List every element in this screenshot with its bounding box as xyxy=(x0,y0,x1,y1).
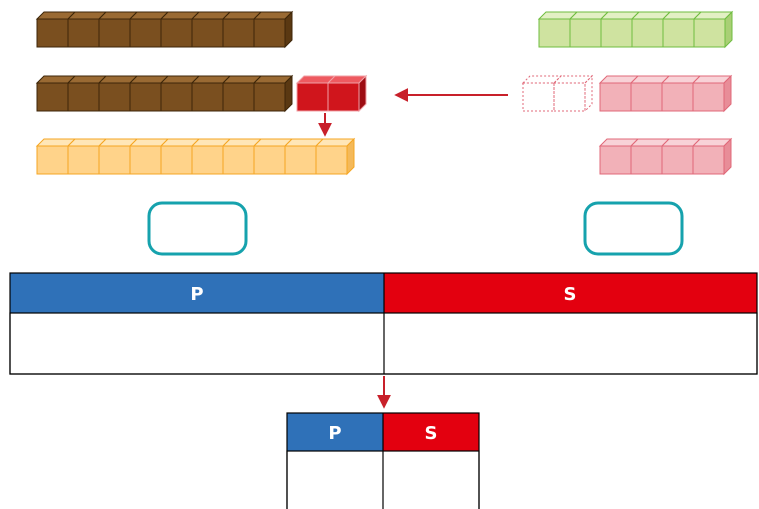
pink-cube-row-1 xyxy=(598,74,733,113)
big-table-header-p xyxy=(10,273,384,313)
small-table: P S xyxy=(286,412,480,509)
cube xyxy=(629,138,671,175)
answer-box-left[interactable] xyxy=(147,201,248,256)
big-table-header-s xyxy=(384,273,757,313)
pink-cube-row-2 xyxy=(598,137,733,176)
cube xyxy=(537,11,579,48)
cube xyxy=(661,11,703,48)
cube xyxy=(691,74,733,113)
cube xyxy=(252,138,294,175)
big-table-label-s: S xyxy=(564,284,577,305)
small-table-label-p: P xyxy=(328,423,341,444)
cube xyxy=(521,75,563,112)
dotted-empty-cubes xyxy=(521,74,594,113)
red-cube-pair xyxy=(295,74,368,113)
small-table-label-s: S xyxy=(425,423,438,444)
cube xyxy=(552,74,594,113)
answer-box-right[interactable] xyxy=(583,201,684,256)
cube xyxy=(252,74,294,113)
big-table-label-p: P xyxy=(190,284,203,305)
small-table-header-p xyxy=(287,413,383,451)
cube xyxy=(326,74,368,113)
cube xyxy=(35,75,77,112)
cube xyxy=(629,75,671,112)
cube xyxy=(97,138,139,175)
cube xyxy=(35,138,77,175)
small-table-header-s xyxy=(383,413,479,451)
cube xyxy=(692,10,734,49)
cube xyxy=(190,138,232,175)
cube xyxy=(691,137,733,176)
brown-cube-row-1 xyxy=(35,10,294,49)
cube xyxy=(128,75,170,112)
green-cube-row xyxy=(537,10,734,49)
big-table: P S xyxy=(9,272,758,375)
cube xyxy=(66,75,108,112)
cube xyxy=(314,137,356,176)
cube xyxy=(283,138,325,175)
cube xyxy=(66,138,108,175)
cube xyxy=(252,10,294,49)
cube xyxy=(221,11,263,48)
cube xyxy=(295,75,337,112)
orange-cube-row-1 xyxy=(35,137,356,176)
cube xyxy=(630,11,672,48)
brown-cube-row-2 xyxy=(35,74,294,113)
cube xyxy=(221,138,263,175)
cube xyxy=(599,11,641,48)
